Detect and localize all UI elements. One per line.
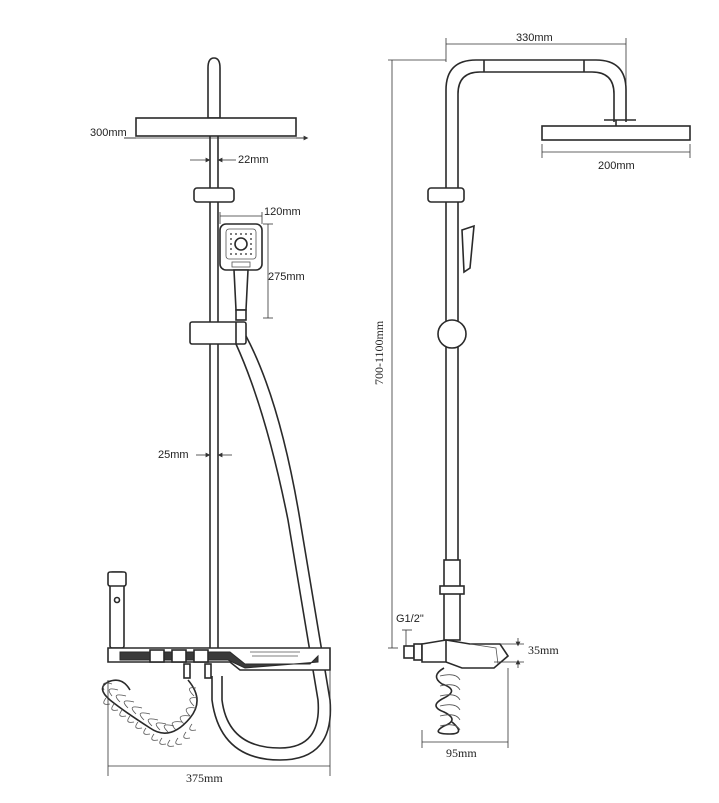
gooseneck-arm-inner xyxy=(457,71,615,632)
mixer-height-label: 35mm xyxy=(528,643,559,657)
nozzle-grid xyxy=(230,233,252,255)
front-view: 300mm 22mm 120mm 275mm xyxy=(90,57,332,785)
upper-bracket xyxy=(193,187,235,203)
hand-shower-width-label: 120mm xyxy=(264,206,301,218)
side-hand-shower xyxy=(461,224,475,274)
side-knob xyxy=(437,319,467,349)
side-view: 330mm 200mm 700-1100mm G1/2" xyxy=(372,32,691,760)
top-rod xyxy=(207,57,221,119)
side-bracket xyxy=(427,187,465,203)
wall-offset-label: 95mm xyxy=(446,746,477,760)
side-head-width-label: 200mm xyxy=(598,160,635,172)
height-range-label: 700-1100mm xyxy=(372,320,386,385)
gooseneck-arm-outer xyxy=(445,59,627,648)
inlet-fitting xyxy=(403,645,415,659)
side-mixer-body xyxy=(421,639,510,669)
rain-head-width-label: 300mm xyxy=(90,127,127,139)
side-rain-head xyxy=(541,125,691,141)
side-lower-pipe xyxy=(443,559,461,641)
shower-hose-outer xyxy=(211,335,332,761)
rod-diameter-bottom-label: 25mm xyxy=(158,449,189,461)
arm-reach-label: 330mm xyxy=(516,32,553,44)
side-coiled-hose xyxy=(435,667,461,735)
hand-shower-length-label: 275mm xyxy=(268,271,305,283)
shower-hose-inner xyxy=(221,343,320,749)
rod-diameter-top-label: 22mm xyxy=(238,154,269,166)
shelf-width-label: 375mm xyxy=(186,771,223,785)
inlet-thread-label: G1/2" xyxy=(396,613,424,625)
lower-bracket xyxy=(189,321,247,345)
hand-shower-handle xyxy=(233,269,249,311)
coiled-hose xyxy=(101,679,199,747)
rain-shower-head xyxy=(135,117,297,137)
